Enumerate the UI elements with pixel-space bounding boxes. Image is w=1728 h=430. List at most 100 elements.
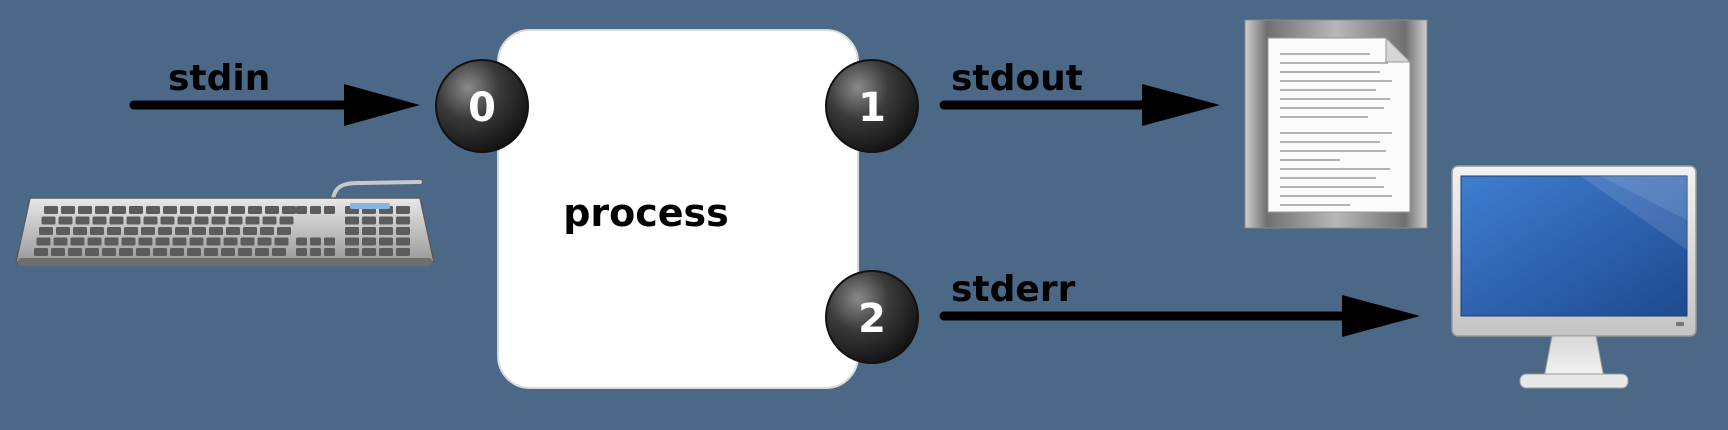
key xyxy=(187,248,201,256)
keyboard-icon xyxy=(15,180,435,266)
key xyxy=(41,216,56,225)
key xyxy=(379,248,393,256)
key xyxy=(121,237,136,246)
key xyxy=(265,206,279,214)
key xyxy=(345,227,359,235)
key xyxy=(379,227,393,235)
key xyxy=(362,248,376,256)
stdout-label: stdout xyxy=(951,58,1083,99)
key xyxy=(211,216,226,225)
key xyxy=(345,248,359,256)
key xyxy=(396,248,410,256)
key xyxy=(209,227,223,235)
key xyxy=(197,206,211,214)
key xyxy=(61,206,75,214)
key xyxy=(228,216,243,225)
key xyxy=(214,206,228,214)
key xyxy=(146,206,160,214)
key xyxy=(143,216,158,225)
key xyxy=(141,227,155,235)
key xyxy=(345,216,359,225)
key xyxy=(104,237,119,246)
key xyxy=(78,206,92,214)
key xyxy=(36,237,51,246)
process-label: process xyxy=(563,191,729,235)
key xyxy=(296,248,307,256)
key xyxy=(226,227,240,235)
fd-2-label: 2 xyxy=(858,296,886,342)
key xyxy=(206,237,221,246)
key xyxy=(44,206,58,214)
key xyxy=(138,237,153,246)
document-text-lines xyxy=(1280,53,1392,206)
key xyxy=(75,216,90,225)
document-icon xyxy=(1244,19,1428,229)
key xyxy=(223,237,238,246)
key xyxy=(362,237,376,246)
fd-0-label: 0 xyxy=(468,85,496,131)
key xyxy=(274,237,289,246)
key xyxy=(310,248,321,256)
key xyxy=(68,248,82,256)
key xyxy=(257,237,272,246)
key xyxy=(39,227,53,235)
key xyxy=(204,248,218,256)
key xyxy=(129,206,143,214)
key xyxy=(119,248,133,256)
key xyxy=(53,237,68,246)
stdin-arrow xyxy=(129,84,420,126)
monitor-icon xyxy=(1451,165,1697,389)
key xyxy=(221,248,235,256)
key xyxy=(160,216,175,225)
stderr-arrow xyxy=(939,295,1420,337)
key xyxy=(296,206,307,214)
key xyxy=(396,216,410,225)
key xyxy=(85,248,99,256)
key xyxy=(282,206,296,214)
key xyxy=(324,206,335,214)
key xyxy=(396,227,410,235)
stdout-arrow xyxy=(939,84,1220,126)
key xyxy=(87,237,102,246)
key xyxy=(231,206,245,214)
key xyxy=(310,237,321,246)
key xyxy=(248,206,262,214)
key xyxy=(324,237,335,246)
key xyxy=(90,227,104,235)
key xyxy=(277,227,291,235)
key xyxy=(194,216,209,225)
key xyxy=(177,216,192,225)
key xyxy=(324,248,335,256)
key xyxy=(170,248,184,256)
key xyxy=(95,206,109,214)
key xyxy=(112,206,126,214)
key xyxy=(56,227,70,235)
key xyxy=(255,248,269,256)
key xyxy=(272,248,286,256)
key xyxy=(192,227,206,235)
key xyxy=(155,237,170,246)
key xyxy=(51,248,65,256)
key xyxy=(58,216,73,225)
key xyxy=(163,206,177,214)
keyboard-keys xyxy=(34,206,410,256)
key xyxy=(296,237,307,246)
key xyxy=(362,227,376,235)
key xyxy=(240,237,255,246)
key xyxy=(396,206,410,214)
key xyxy=(136,248,150,256)
key xyxy=(126,216,141,225)
key xyxy=(245,216,260,225)
key xyxy=(379,237,393,246)
key xyxy=(153,248,167,256)
key xyxy=(109,216,124,225)
key xyxy=(158,227,172,235)
key xyxy=(379,216,393,225)
fd-1-label: 1 xyxy=(858,85,886,131)
key xyxy=(362,216,376,225)
fd-1-node: 1 xyxy=(825,59,919,153)
key xyxy=(260,227,274,235)
fd-0-node: 0 xyxy=(435,59,529,153)
key xyxy=(262,216,277,225)
